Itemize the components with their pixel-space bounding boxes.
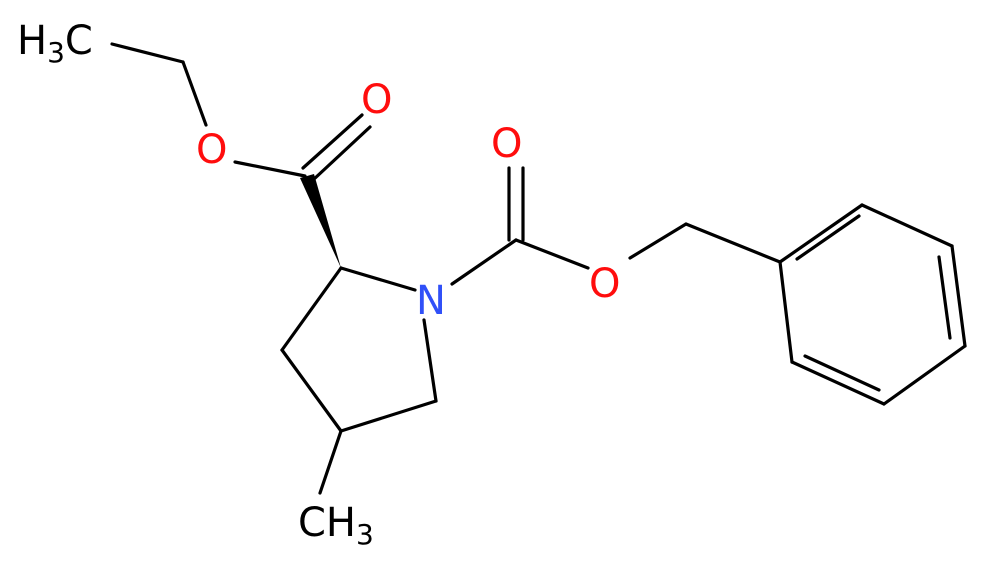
bond-ch2-phenyl — [684, 222, 782, 264]
bond-ch3-ch2 — [110, 42, 185, 64]
bond-o-ch2 — [628, 222, 688, 260]
bond-ester-double-2 — [311, 125, 372, 182]
atom-label-ch3-top: H3C — [17, 18, 93, 69]
bond-ph-3 — [950, 244, 967, 348]
atom-label-carbamate-oxygen: O — [589, 261, 620, 307]
atom-label-ester-carbonyl-oxygen: O — [361, 77, 392, 123]
bond-ph-4 — [882, 344, 967, 406]
atom-label-ch3-bottom: CH3 — [298, 500, 374, 551]
bond-ph-3-inner — [937, 255, 952, 340]
bond-c4-methyl — [318, 429, 343, 495]
atom-label-carbamate-carbonyl-oxygen: O — [491, 121, 522, 167]
bond-n-carbamate — [450, 238, 518, 286]
bond-ph-5 — [790, 360, 886, 406]
bond-c2-n — [339, 266, 417, 292]
bond-c3-c2 — [280, 266, 343, 352]
bond-ph-5-inner — [803, 354, 881, 392]
bond-ester-double-1 — [301, 113, 364, 170]
bond-c4-c3 — [280, 348, 343, 433]
atom-label-nitrogen: N — [416, 278, 446, 324]
bond-ph-6 — [778, 260, 794, 364]
bond-ph-1 — [778, 203, 864, 264]
atom-label-ester-oxygen: O — [196, 127, 227, 173]
bond-n-c5 — [422, 318, 438, 403]
bond-ch2-o — [181, 60, 208, 127]
bond-c5-c4 — [339, 399, 438, 433]
bond-ph-2 — [860, 203, 954, 248]
bond-carbamate-o — [514, 238, 590, 270]
bond-o-carbonyl — [233, 160, 307, 178]
bond-ph-1-inner — [795, 214, 861, 261]
bond-wedge-stereo — [300, 174, 341, 268]
